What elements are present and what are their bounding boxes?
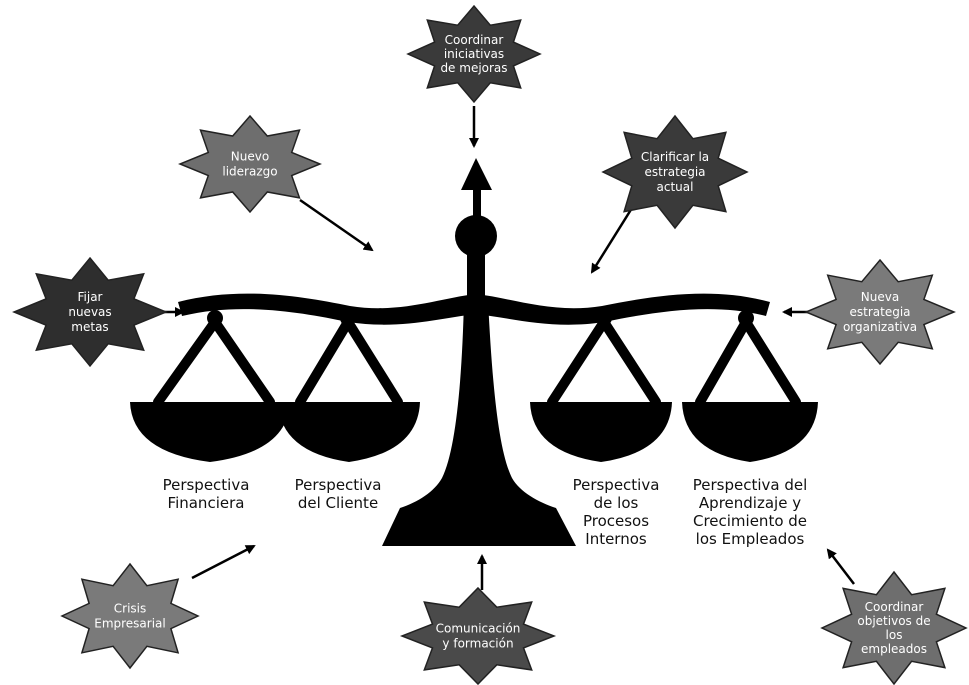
text-line: Fijar <box>78 290 103 304</box>
text-line: Comunicación <box>436 622 521 636</box>
star-nueva-estrategia-shape <box>804 258 956 366</box>
arrow-coordinar-objetivos <box>826 548 855 585</box>
text-line: Coordinar <box>445 33 504 47</box>
text-line: los <box>886 628 903 642</box>
text-line: Perspectiva <box>163 476 250 494</box>
star-nuevo-liderazgo-shape <box>178 114 322 214</box>
text-line: estrategia <box>644 165 705 179</box>
text-line: Nuevo <box>231 150 269 164</box>
text-line: nuevas <box>68 305 111 319</box>
star-coordinar-objetivos-shape <box>820 570 968 685</box>
pan-aprendizaje-icon <box>682 402 818 462</box>
scale-finial-icon <box>461 158 492 190</box>
arrow-crisis-empresarial <box>191 544 256 580</box>
text-line: Nueva <box>861 290 899 304</box>
text-line: Procesos <box>583 512 649 530</box>
scale-pillar-icon <box>382 300 576 546</box>
star-coordinar-iniciativas-shape <box>406 4 542 104</box>
text-line: empleados <box>861 642 927 656</box>
scale-knob-icon <box>455 215 497 257</box>
pan-cliente-icon <box>278 402 420 462</box>
text-line: actual <box>657 180 694 194</box>
text-line: Crecimiento de <box>693 512 807 530</box>
text-line: Internos <box>585 530 647 548</box>
star-clarificar-estrategia-shape <box>601 114 749 230</box>
star-comunicacion-formacion-shape <box>399 586 557 685</box>
pan-financiera-icon <box>130 402 290 462</box>
text-line: de los <box>594 494 639 512</box>
text-line: Aprendizaje y <box>699 494 801 512</box>
text-line: liderazgo <box>222 165 277 179</box>
text-line: Perspectiva <box>295 476 382 494</box>
arrow-nuevo-liderazgo <box>299 198 374 252</box>
text-line: y formación <box>442 637 513 651</box>
star-fijar-metas-shape <box>12 256 168 368</box>
text-line: estrategia <box>849 305 910 319</box>
text-line: Clarificar la <box>641 150 709 164</box>
pan-procesos-icon <box>530 402 672 462</box>
balance-scale-icon <box>130 158 818 546</box>
text-line: Perspectiva <box>573 476 660 494</box>
text-line: del Cliente <box>298 494 378 512</box>
star-crisis-empresarial-shape <box>60 562 200 670</box>
text-line: Financiera <box>168 494 245 512</box>
text-line: Crisis <box>114 602 146 616</box>
arrow-clarificar-estrategia <box>590 207 634 274</box>
text-line: de mejoras <box>440 61 507 75</box>
text-line: organizativa <box>843 320 917 334</box>
text-line: Coordinar <box>865 600 924 614</box>
text-line: Perspectiva del <box>693 476 808 494</box>
text-line: los Empleados <box>696 530 805 548</box>
text-line: objetivos de <box>857 614 930 628</box>
text-line: Empresarial <box>94 617 166 631</box>
text-line: metas <box>71 320 108 334</box>
text-line: iniciativas <box>444 47 504 61</box>
